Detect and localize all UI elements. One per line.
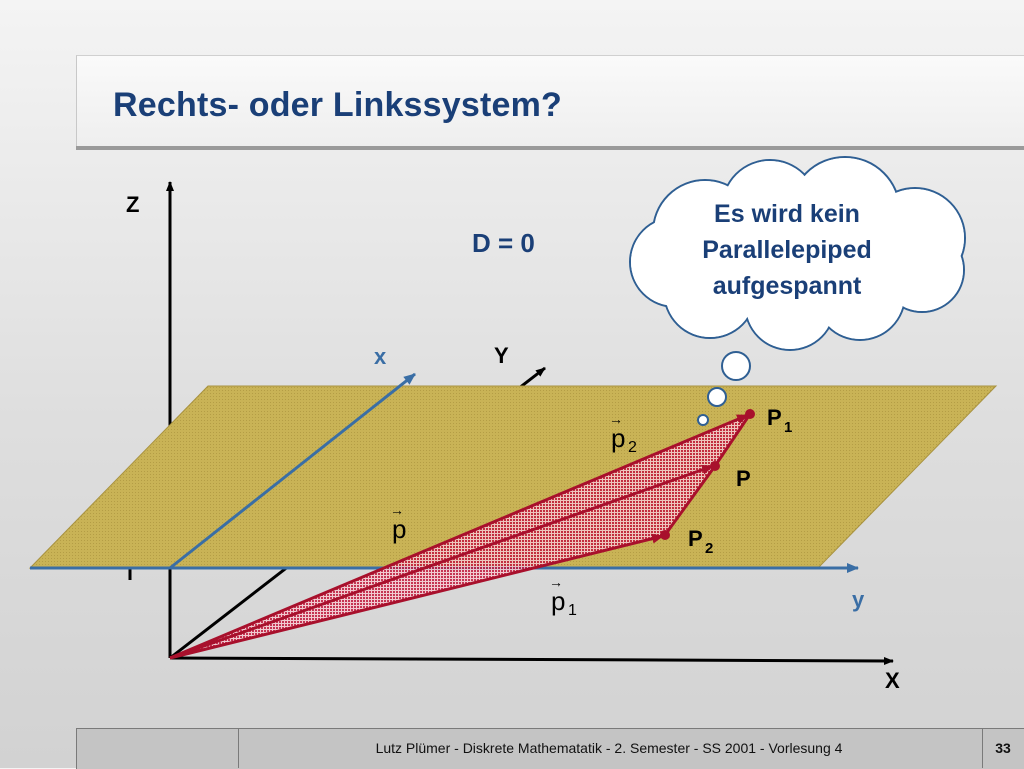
axis-label-y-lower: y [852,587,865,612]
segment-p-p1 [713,413,752,467]
svg-text:p: p [551,586,565,616]
point-p2 [660,530,670,540]
axis-label-y-upper: Y [494,343,509,368]
determinant-label: D = 0 [472,228,535,258]
svg-text:1: 1 [784,419,792,436]
vector-label-p2: → p 2 [609,411,637,456]
thought-bubble: Es wird kein Parallelepiped aufgespannt [629,156,966,426]
vector-label-p1: → p 1 [549,574,577,619]
svg-text:p: p [611,423,625,453]
thought-line-1: Es wird kein [714,200,860,228]
thought-dot-small [697,414,709,426]
vector-p1 [169,533,664,660]
axis-label-x-upper: X [885,668,900,693]
svg-text:P: P [736,466,751,491]
title-divider [76,146,1024,150]
vector-p2 [169,413,749,660]
thought-line-3: aufgespannt [713,272,862,300]
footer-bar [76,728,1024,769]
slide-title: Rechts- oder Linkssystem? [113,86,563,124]
svg-text:→: → [609,411,623,427]
svg-text:2: 2 [628,439,637,456]
svg-text:P: P [688,526,703,551]
svg-text:→: → [390,502,404,518]
svg-text:p: p [392,514,406,544]
svg-text:1: 1 [568,602,577,619]
page-number: 33 [995,740,1011,756]
vector-label-p: → p [390,502,406,544]
x-axis-upper [169,656,894,665]
axis-label-x-lower: x [374,344,387,369]
footer-divider-left [238,728,239,768]
thought-dot-medium [707,387,727,407]
thought-dot-large [721,351,751,381]
point-label-p2: P 2 [688,526,713,557]
point-p1 [745,409,755,419]
segment-p2-p [663,465,717,536]
svg-text:P: P [767,405,782,430]
point-p [710,461,720,471]
title-panel [76,55,1024,148]
thought-line-2: Parallelepiped [702,236,872,264]
point-label-p: P [736,466,751,491]
axis-label-z: Z [126,192,139,217]
svg-text:2: 2 [705,540,713,557]
vector-p [169,464,714,660]
footer-divider-right [982,728,983,768]
svg-text:→: → [549,574,563,590]
point-label-p1: P 1 [767,405,792,436]
x-axis-lower [169,372,416,570]
footer-text: Lutz Plümer - Diskrete Mathematatik - 2.… [375,740,843,756]
